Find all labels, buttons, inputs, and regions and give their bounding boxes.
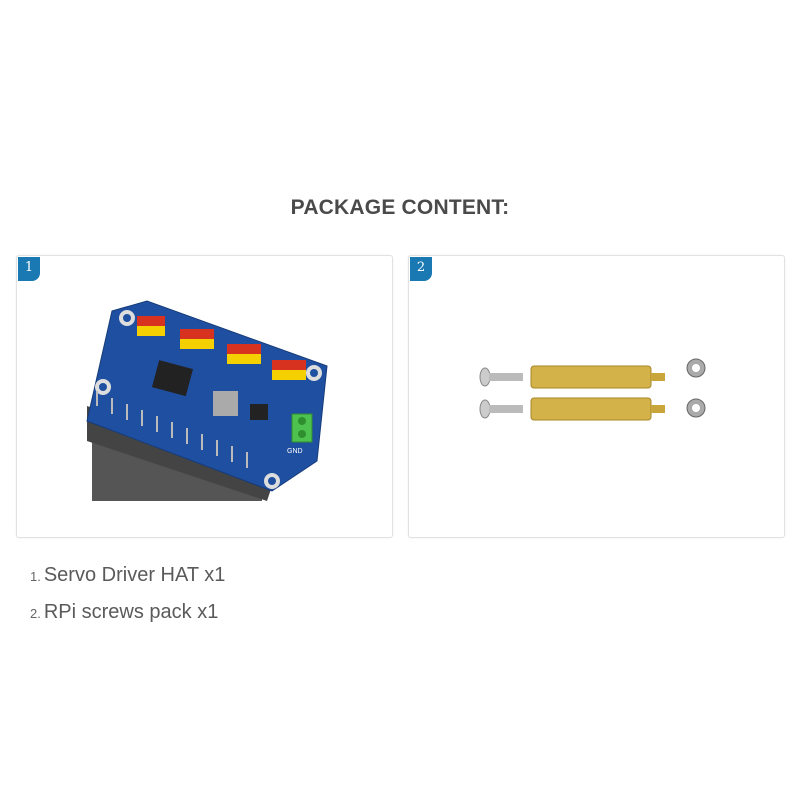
servo-driver-hat-image: GND [86,300,328,501]
card-badge-2: 2 [410,257,432,281]
card-badge-1: 1 [18,257,40,281]
brass-standoff-icon [530,365,665,421]
package-list: 1.Servo Driver HAT x1 2.RPi screws pack … [30,564,225,638]
item-label: RPi screws pack x1 [43,601,219,623]
rpi-screws-pack-image [479,358,706,421]
nut-icon [686,358,706,418]
list-item: 1.Servo Driver HAT x1 [30,564,225,601]
item-number: 1. [30,569,41,584]
screw-icon [479,367,523,419]
product-card-2: 2 [408,255,785,538]
page-title: PACKAGE CONTENT: [290,196,510,219]
item-label: Servo Driver HAT x1 [43,564,226,586]
product-card-1: GND 1 [16,255,393,538]
gnd-label: GND [287,448,303,455]
item-number: 2. [30,606,41,621]
list-item: 2.RPi screws pack x1 [30,601,225,638]
